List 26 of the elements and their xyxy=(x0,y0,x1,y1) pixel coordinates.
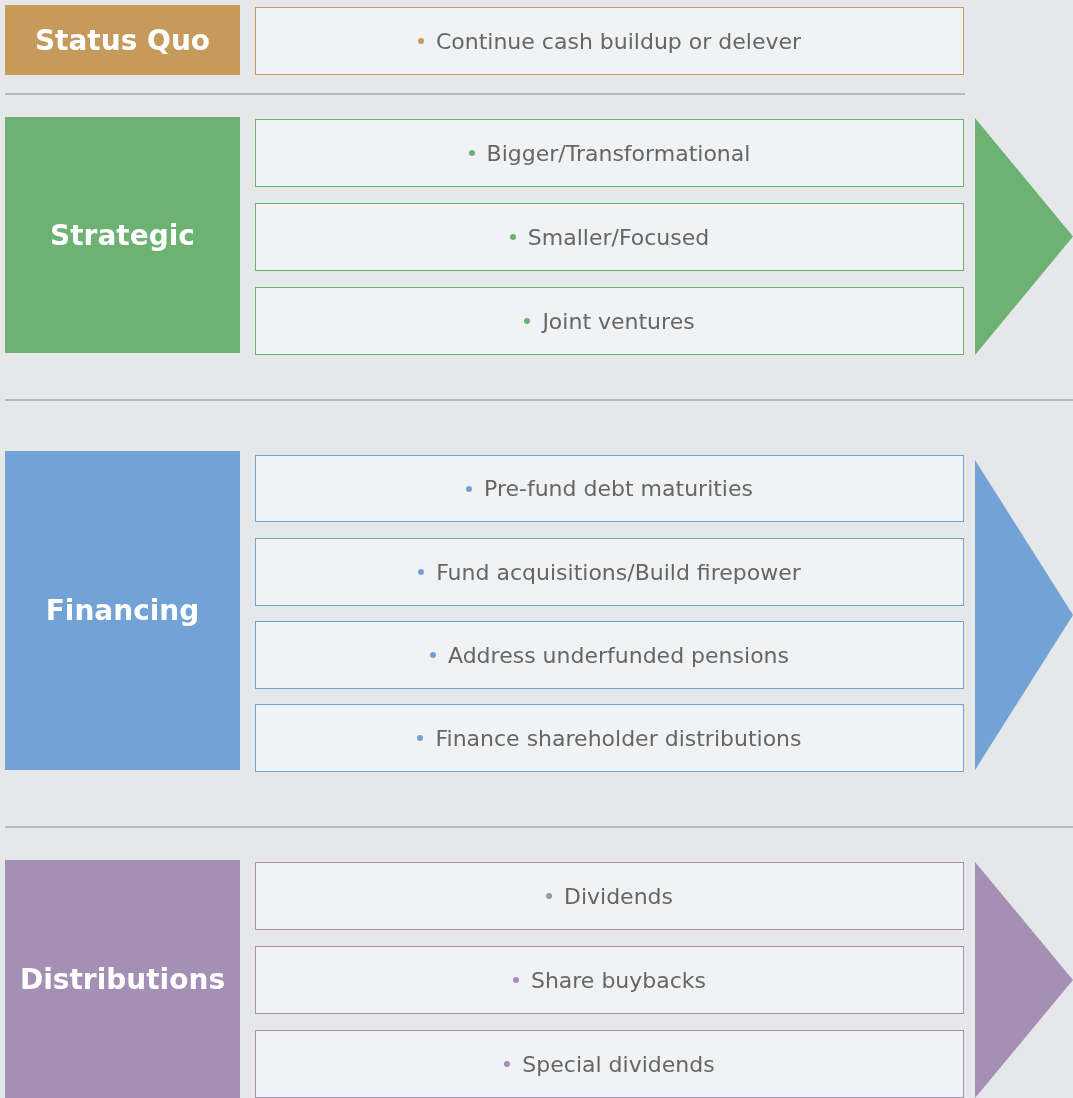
category-box: Financing xyxy=(5,451,240,770)
item-box xyxy=(255,455,964,522)
item-text: Dividends xyxy=(563,883,674,909)
item-text: Bigger/Transformational xyxy=(486,140,751,166)
category-box: Strategic xyxy=(5,117,240,353)
item-box xyxy=(255,621,964,689)
item-box xyxy=(255,946,964,1014)
item-box xyxy=(255,119,964,187)
item-box xyxy=(255,287,964,355)
item-box xyxy=(255,704,964,772)
item-text: Joint ventures xyxy=(542,308,695,334)
item-text: Pre-fund debt maturities xyxy=(484,476,753,501)
item-text: Special dividends xyxy=(522,1051,715,1077)
category-box: Distributions xyxy=(5,860,240,1098)
item-text: Smaller/Focused xyxy=(527,224,710,250)
item-text: Finance shareholder distributions xyxy=(435,725,802,751)
category-box: Status Quo xyxy=(5,5,240,75)
item-text: Continue cash buildup or delever xyxy=(435,28,802,54)
item-box xyxy=(255,1030,964,1098)
item-text: Address underfunded pensions xyxy=(448,642,789,668)
item-box xyxy=(255,7,964,75)
item-box xyxy=(255,538,964,606)
item-text: Fund acquisitions/Build firepower xyxy=(436,559,801,585)
item-box xyxy=(255,203,964,271)
item-text: Share buybacks xyxy=(530,967,707,993)
item-box xyxy=(255,862,964,930)
